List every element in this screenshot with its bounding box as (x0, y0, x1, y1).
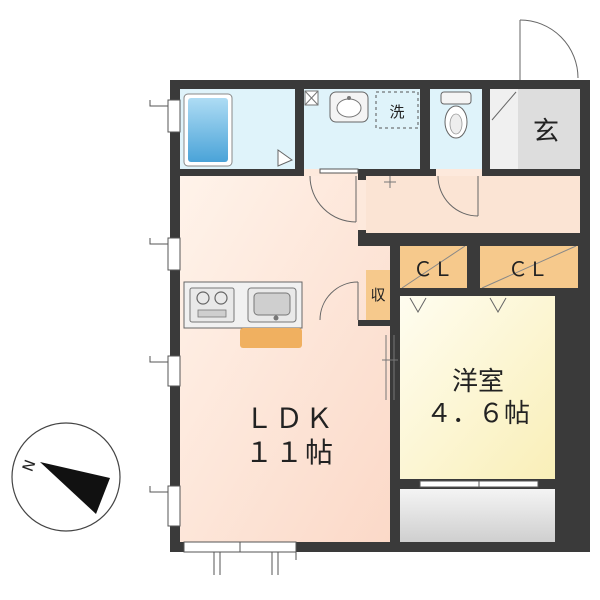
ldk-floor (180, 176, 390, 542)
north-arrow-icon (40, 462, 110, 514)
toilet-doorway (436, 169, 482, 176)
compass: N (11, 422, 121, 532)
western-room-name-label: 洋室 (452, 367, 504, 397)
ldk-name-label: ＬＤＫ (245, 402, 335, 435)
shoe-cabinet (490, 89, 518, 169)
kitchen-sink (247, 287, 297, 323)
closet-left-line (401, 245, 466, 289)
stove (189, 287, 235, 323)
closet-right-label: ＣＬ (508, 257, 548, 281)
doors (309, 19, 579, 400)
interior-walls (180, 89, 580, 542)
ldk-size-label: １１帖 (245, 436, 335, 469)
washer-space: 洗 (375, 91, 419, 129)
washer-label: 洗 (389, 103, 404, 121)
closet-right-line (481, 245, 577, 289)
ldk-hall-opening (358, 180, 366, 230)
bath-door (277, 149, 294, 167)
exterior-shutters (149, 100, 279, 575)
entrance-floor (518, 89, 580, 169)
wash-basin (329, 91, 369, 123)
windows (167, 99, 539, 553)
storage-label: 収 (370, 286, 385, 304)
storage-floor (366, 270, 390, 320)
western-room-floor (400, 296, 555, 479)
entrance-label: 玄 (533, 117, 559, 147)
western-room-size-label: ４．６帖 (426, 399, 530, 429)
shoe-cabinet-line (491, 91, 517, 121)
toilet (440, 91, 472, 139)
closet-left-label: ＣＬ (413, 257, 453, 281)
balcony (400, 489, 555, 542)
bathtub (183, 93, 233, 167)
hallway-floor (358, 176, 580, 233)
pipe-shaft (304, 90, 319, 106)
